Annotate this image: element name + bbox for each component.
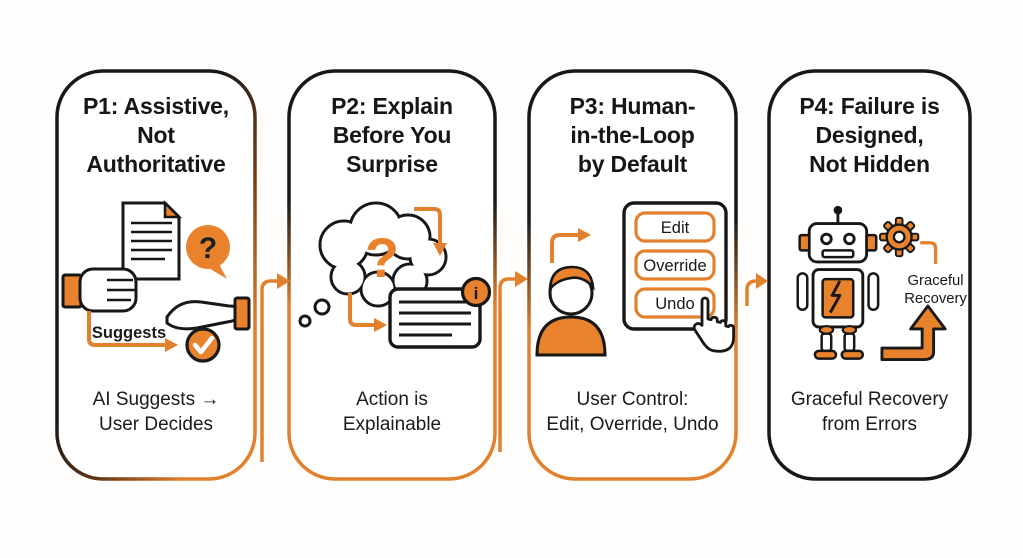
card-p2-icon: ? — [289, 197, 495, 357]
card-p3: P3: Human- in-the-Loop by Default — [529, 71, 736, 479]
card-p1-title: P1: Assistive, Not Authoritative — [83, 93, 229, 177]
person-icon — [535, 265, 607, 357]
card-p1-caption: AI Suggests → User Decides — [92, 389, 220, 436]
recovery-arrow-icon — [880, 304, 947, 361]
override-button-icon — [634, 249, 716, 281]
svg-text:i: i — [474, 284, 479, 303]
undo-button-icon — [634, 287, 716, 319]
arrow-down-icon — [414, 207, 447, 256]
gear-icon — [879, 216, 920, 258]
tooltip-box-icon: i — [388, 276, 492, 349]
card-p2-caption: Action is Explainable — [342, 389, 442, 436]
card-p4: P4: Failure is Designed, Not Hidden — [769, 71, 970, 479]
gear-bracket-line — [920, 241, 938, 264]
card-p3-title: P3: Human- in-the-Loop by Default — [569, 93, 696, 177]
undo-button-label: Undo — [655, 295, 694, 313]
robot-icon — [796, 205, 880, 360]
card-p3-caption: User Control: Edit, Override, Undo — [546, 389, 719, 436]
recovery-label-line1: Graceful — [908, 273, 964, 289]
recovery-label-line2: Recovery — [904, 291, 967, 307]
robot-recovery-icon: Graceful Recovery — [796, 205, 967, 361]
card-p1: P1: Assistive, Not Authoritative — [57, 71, 255, 479]
document-icon — [121, 199, 183, 281]
card-p1-icon: ? Suggests — [57, 197, 255, 365]
connector-arrow-p2-p3 — [498, 271, 528, 452]
user-control-icon: Edit Override Undo — [535, 201, 735, 357]
open-hand-icon — [165, 296, 251, 331]
card-p4-icon: Graceful Recovery — [769, 197, 970, 367]
card-p3-icon: Edit Override Undo — [529, 197, 736, 357]
card-outline-p2 — [287, 69, 497, 481]
svg-text:?: ? — [199, 232, 217, 265]
suggests-label: Suggests — [92, 324, 166, 342]
connector-arrow-p3-p4 — [745, 273, 768, 306]
explainable-icon: ? — [298, 201, 492, 349]
card-p2-title: P2: Explain Before You Surprise — [331, 93, 453, 177]
card-p2: P2: Explain Before You Surprise — [289, 71, 495, 479]
info-badge-icon: i — [460, 276, 492, 308]
control-panel-icon: Edit Override Undo — [622, 201, 728, 331]
suggests-arrow-icon — [87, 311, 178, 352]
connector-arrow-p1-p2 — [260, 273, 290, 462]
edit-button-label: Edit — [661, 219, 690, 237]
arrow-right-icon — [348, 293, 387, 332]
svg-text:?: ? — [365, 226, 399, 289]
ai-suggests-icon: ? Suggests — [61, 199, 251, 363]
override-button-label: Override — [643, 257, 706, 275]
fist-icon — [61, 267, 138, 313]
edit-button-icon — [634, 211, 716, 243]
card-p4-caption: Graceful Recovery from Errors — [790, 389, 949, 436]
question-bubble-icon: ? — [186, 225, 230, 279]
cursor-hand-icon — [692, 296, 735, 353]
card-p4-title: P4: Failure is Designed, Not Hidden — [799, 93, 940, 177]
thought-cloud-icon: ? — [298, 201, 448, 328]
check-circle-icon — [185, 327, 221, 363]
arrow-to-panel-icon — [550, 228, 591, 263]
